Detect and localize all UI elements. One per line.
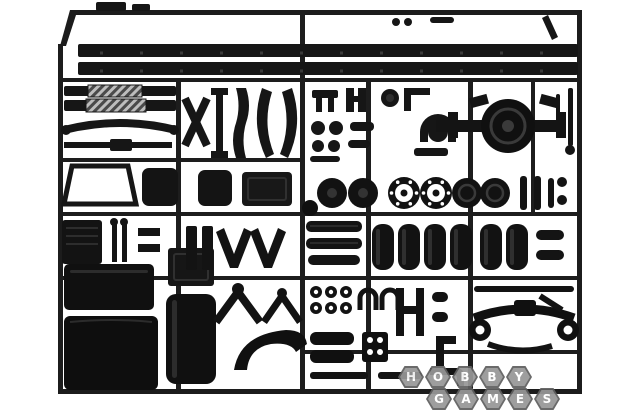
- frame-bracket-parts: [396, 288, 456, 366]
- engine-mount-parts: [186, 226, 286, 270]
- watermark-hobby-games: H O B B Y G A M E S: [398, 366, 560, 410]
- leaf-spring-stack-parts: [306, 221, 362, 265]
- shock-absorber-parts: [520, 176, 567, 210]
- fuel-tank-parts: [64, 248, 216, 390]
- cab-frame-part: [60, 163, 140, 207]
- watermark-letter: B: [460, 370, 470, 384]
- transverse-spring-assembly: [469, 286, 579, 354]
- watermark-letter: E: [515, 392, 525, 406]
- watermark-letter-hexagon: E: [507, 388, 533, 410]
- watermark-letter: Y: [514, 370, 524, 384]
- rear-axle-housing: [436, 93, 566, 153]
- air-tank-parts: [372, 224, 564, 270]
- watermark-row-hobby: H O B B Y: [398, 366, 560, 388]
- watermark-letter-hexagon: A: [453, 388, 479, 410]
- watermark-letter-hexagon: M: [480, 388, 506, 410]
- top-runner-small-parts: [96, 2, 558, 40]
- watermark-letter: B: [487, 370, 497, 384]
- watermark-letter-hexagon: H: [398, 366, 424, 388]
- small-bracket-parts: [310, 88, 456, 162]
- watermark-letter: O: [432, 370, 444, 384]
- watermark-letter: H: [405, 370, 417, 384]
- suspension-arm-parts: [212, 283, 303, 325]
- watermark-letter: M: [487, 392, 499, 406]
- watermark-letter-hexagon: Y: [506, 366, 532, 388]
- seat-parts: [142, 168, 292, 206]
- bumper-step-parts: [64, 84, 176, 113]
- watermark-letter: G: [434, 392, 444, 406]
- mudflap-part: [62, 220, 102, 264]
- watermark-letter-hexagon: B: [479, 366, 505, 388]
- fender-part: [234, 330, 307, 370]
- u-clip-parts: [357, 287, 401, 310]
- sprue-outer-frame: [58, 10, 582, 394]
- pillar-parts: [181, 88, 298, 158]
- leaf-spring-parts: [61, 119, 179, 151]
- watermark-row-games: G A M E S: [426, 388, 560, 410]
- watermark-letter-hexagon: S: [534, 388, 560, 410]
- watermark-letter: A: [461, 392, 471, 406]
- small-rod-parts: [110, 218, 160, 262]
- watermark-letter-hexagon: G: [426, 388, 452, 410]
- brake-drum-wheel-parts: [317, 177, 510, 209]
- watermark-letter: S: [542, 392, 552, 406]
- muffler-parts: [310, 332, 388, 363]
- chassis-rail-parts: [78, 44, 578, 75]
- linkage-rod-parts: [556, 88, 575, 155]
- sprue-center-boss: [302, 200, 318, 216]
- watermark-letter-hexagon: O: [425, 366, 451, 388]
- watermark-letter-hexagon: B: [452, 366, 478, 388]
- bushing-parts: [310, 286, 352, 314]
